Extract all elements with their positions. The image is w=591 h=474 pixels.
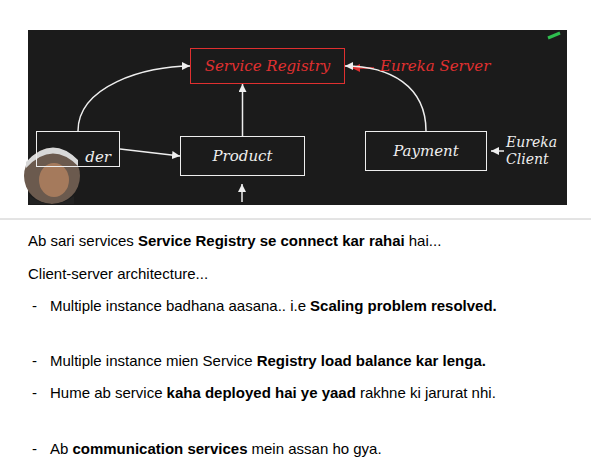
bold-phrase: Service Registry se connect kar rahai [138, 232, 405, 249]
note-phrase: Client-server architecture... [28, 265, 208, 282]
box-label: der [85, 148, 111, 166]
note-line: Ab sari servicesService Registry se conn… [28, 230, 568, 252]
client-note: Eureka Client [506, 134, 562, 168]
note-phrase: Hume ab service [50, 384, 163, 401]
note-phrase: mein assan ho gya. [252, 440, 382, 457]
incoming-arrow [241, 184, 243, 202]
note-line: Client-server architecture... [28, 263, 568, 285]
bullet-text: Abcommunication services mein assan ho gy… [50, 438, 520, 460]
note-phrase: Ab [50, 440, 68, 457]
service-box: Payment [365, 131, 487, 171]
connector-arrow [242, 84, 244, 136]
box-label: Product [213, 147, 273, 165]
bullet-text: Multiple instance badhana aasana.. i.eSc… [50, 295, 520, 317]
presenter-avatar [24, 147, 80, 204]
connector-arrow [345, 66, 426, 131]
bold-phrase: communication services [72, 440, 247, 457]
service-box: der [36, 131, 120, 167]
note-phrase: rakhne ki jarurat nhi. [360, 384, 496, 401]
bullet-dash: - [32, 295, 37, 317]
service-box: Service Registry [190, 48, 345, 84]
bold-phrase: Registry load balance kar lenga. [257, 352, 486, 369]
bullet-dash: - [32, 438, 37, 460]
connector-arrow [78, 66, 190, 131]
bullet-dash: - [32, 382, 37, 404]
service-box: Product [180, 136, 305, 176]
green-mark [548, 33, 560, 38]
server-note: Eureka Server [380, 58, 490, 75]
note-phrase: Ab sari services [28, 232, 134, 249]
note-phrase: hai... [409, 232, 442, 249]
box-label: Service Registry [205, 57, 331, 75]
bullet-text: Hume ab servicekaha deployed hai ye yaad… [50, 382, 520, 404]
bullet-dash: - [32, 350, 37, 372]
bullet-text: Multiple instance mien ServiceRegistry l… [50, 350, 520, 372]
separator [0, 219, 591, 220]
bold-phrase: kaha deployed hai ye yaad [167, 384, 356, 401]
box-label: Payment [393, 142, 459, 160]
pointer-arrow [491, 150, 504, 152]
connector-arrow [120, 149, 180, 156]
video-panel [28, 30, 567, 205]
note-phrase: Multiple instance badhana aasana.. i.e [50, 297, 306, 314]
bold-phrase: Scaling problem resolved. [310, 297, 497, 314]
note-phrase: Multiple instance mien Service [50, 352, 253, 369]
